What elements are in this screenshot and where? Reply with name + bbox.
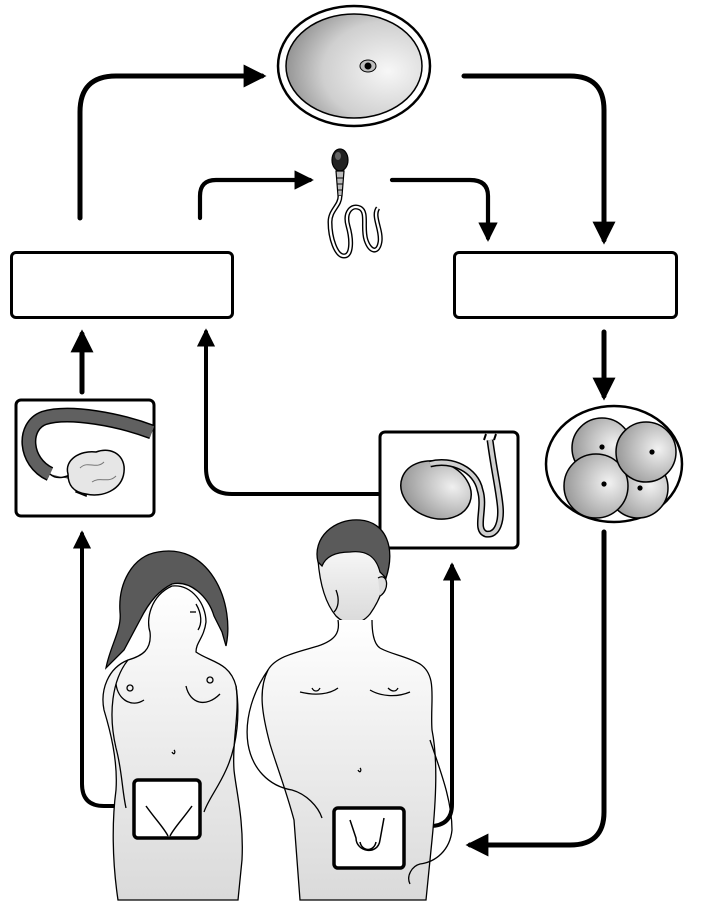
sperm-cell-icon — [327, 148, 383, 259]
ovary-fallopian-tube-icon — [14, 398, 156, 518]
four-cell-embryo-icon — [544, 404, 684, 524]
male-genital-box — [332, 806, 406, 870]
arrow-sperm-to-right-box — [389, 177, 498, 242]
arrow-egg-to-right-box — [461, 73, 616, 245]
female-genital-outline — [145, 805, 193, 837]
testis-icon — [378, 430, 520, 550]
cycle-arrows — [70, 64, 616, 857]
female-genital-box — [132, 778, 202, 840]
arrow-box-to-sperm — [197, 170, 314, 221]
male-genital-outline — [349, 817, 385, 851]
arrow-box-to-egg — [77, 64, 267, 221]
right-label-box — [453, 251, 678, 319]
egg-cell-icon — [276, 4, 432, 128]
arrow-female-to-ovary — [72, 530, 136, 808]
left-label-box — [10, 251, 234, 319]
arrow-testis-to-box — [196, 328, 380, 496]
female-figure-icon — [102, 550, 243, 901]
arrow-embryo-to-male — [465, 529, 607, 857]
